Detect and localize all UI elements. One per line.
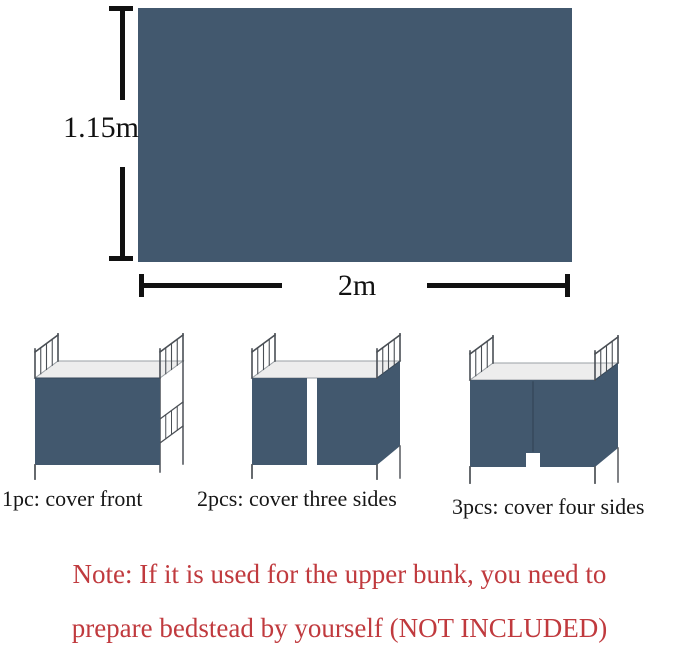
- bed-option-label-2: 2pcs: cover three sides: [197, 486, 397, 511]
- height-dimension-bottom-cap: [109, 256, 133, 261]
- bed-option-label-3: 3pcs: cover four sides: [452, 494, 645, 519]
- disclaimer-note: Note: If it is used for the upper bunk, …: [0, 547, 679, 650]
- height-dimension-label: 1.15m: [63, 111, 139, 144]
- width-dimension-right-cap: [565, 274, 570, 297]
- note-line-2: prepare bedstead by yourself (NOT INCLUD…: [71, 613, 608, 643]
- fabric-swatch: [138, 8, 572, 262]
- bunk-bed-illustration-four-sides: [463, 335, 628, 490]
- bunk-bed-illustration-front: [28, 333, 193, 488]
- note-line-1: Note: If it is used for the upper bunk, …: [72, 559, 607, 589]
- height-dimension-line-lower: [120, 167, 125, 258]
- bed-option-label-1: 1pc: cover front: [2, 486, 143, 511]
- height-dimension-line-upper: [120, 6, 125, 100]
- bunk-bed-illustration-three-sides: [245, 333, 410, 488]
- width-dimension-line-right: [427, 283, 570, 288]
- width-dimension-label: 2m: [337, 269, 377, 302]
- width-dimension-line-left: [139, 283, 282, 288]
